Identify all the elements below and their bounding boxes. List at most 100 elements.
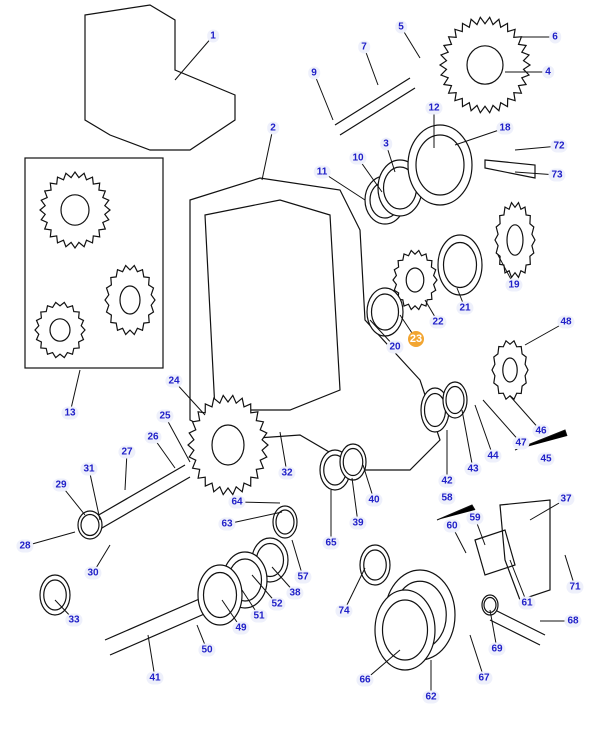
ring [202, 571, 238, 619]
callout-30[interactable]: 30 [84, 566, 102, 580]
callout-38[interactable]: 38 [286, 586, 304, 600]
leader-line-28 [24, 531, 76, 547]
callout-31[interactable]: 31 [80, 462, 98, 476]
o-ring-66 [381, 599, 429, 661]
callout-7[interactable]: 7 [358, 40, 370, 54]
callout-58[interactable]: 58 [438, 491, 456, 505]
callout-1[interactable]: 1 [207, 29, 219, 43]
callout-68[interactable]: 68 [564, 614, 582, 628]
callout-2[interactable]: 2 [267, 121, 279, 135]
callout-61[interactable]: 61 [518, 596, 536, 610]
ring [342, 447, 364, 477]
callout-65[interactable]: 65 [322, 536, 340, 550]
ring [339, 443, 367, 481]
shaft-27 [89, 464, 191, 533]
callout-25[interactable]: 25 [156, 409, 174, 423]
callout-37[interactable]: 37 [557, 492, 575, 506]
gear-bore [405, 267, 425, 293]
callout-74[interactable]: 74 [335, 604, 353, 618]
callout-18[interactable]: 18 [496, 121, 514, 135]
callout-64[interactable]: 64 [228, 495, 246, 509]
callout-72[interactable]: 72 [550, 139, 568, 153]
callout-46[interactable]: 46 [532, 424, 550, 438]
callout-6[interactable]: 6 [549, 30, 561, 44]
cap-33 [39, 574, 71, 616]
leader-line-43 [461, 409, 474, 470]
leader-line-7 [363, 46, 379, 86]
callout-67[interactable]: 67 [475, 671, 493, 685]
callout-52[interactable]: 52 [268, 597, 286, 611]
callout-13[interactable]: 13 [61, 406, 79, 420]
callout-20[interactable]: 20 [386, 340, 404, 354]
bracket-59 [474, 529, 516, 576]
callout-66[interactable]: 66 [356, 673, 374, 687]
callout-59[interactable]: 59 [466, 511, 484, 525]
callout-62[interactable]: 62 [422, 690, 440, 704]
callout-50[interactable]: 50 [198, 643, 216, 657]
callout-32[interactable]: 32 [278, 466, 296, 480]
callout-41[interactable]: 41 [146, 671, 164, 685]
leader-line-41 [147, 634, 156, 679]
callout-24[interactable]: 24 [165, 374, 183, 388]
gasket-37 [499, 499, 551, 601]
callout-19[interactable]: 19 [505, 278, 523, 292]
callout-21[interactable]: 21 [456, 301, 474, 315]
callout-23[interactable]: 23 [408, 331, 424, 347]
leader-line-9 [313, 72, 334, 121]
callout-11[interactable]: 11 [313, 165, 331, 179]
callout-48[interactable]: 48 [557, 315, 575, 329]
plate-12 [415, 134, 465, 196]
callout-26[interactable]: 26 [144, 430, 162, 444]
inset-gear [39, 170, 111, 250]
callout-40[interactable]: 40 [365, 493, 383, 507]
callout-10[interactable]: 10 [349, 151, 367, 165]
callout-5[interactable]: 5 [395, 20, 407, 34]
callout-60[interactable]: 60 [443, 519, 461, 533]
callout-12[interactable]: 12 [425, 101, 443, 115]
gear-19 [494, 201, 536, 279]
leader-line-63 [226, 511, 283, 525]
callout-39[interactable]: 39 [349, 516, 367, 530]
ring [437, 234, 483, 296]
inset-gear [34, 301, 86, 359]
callout-42[interactable]: 42 [438, 474, 456, 488]
seal-74 [359, 544, 391, 586]
callout-33[interactable]: 33 [65, 613, 83, 627]
ring [275, 509, 295, 535]
gear-bore [506, 224, 524, 256]
callout-3[interactable]: 3 [380, 137, 392, 151]
callout-63[interactable]: 63 [218, 517, 236, 531]
callout-51[interactable]: 51 [250, 609, 268, 623]
callout-57[interactable]: 57 [294, 570, 312, 584]
callout-29[interactable]: 29 [52, 478, 70, 492]
plate-12 [407, 124, 473, 206]
ring [445, 385, 465, 415]
callout-28[interactable]: 28 [16, 539, 34, 553]
callout-45[interactable]: 45 [537, 452, 555, 466]
callout-44[interactable]: 44 [484, 449, 502, 463]
bracket-58 [436, 504, 476, 521]
leader-line-2 [261, 127, 274, 181]
leader-line-61 [509, 559, 528, 604]
shaft-68 [489, 609, 546, 646]
callout-27[interactable]: 27 [118, 445, 136, 459]
circlip-28 [80, 513, 100, 537]
leader-line-74 [343, 567, 366, 612]
gear-bore [60, 194, 90, 226]
shaft-7 [334, 77, 416, 136]
callout-49[interactable]: 49 [232, 621, 250, 635]
callout-69[interactable]: 69 [488, 642, 506, 656]
callout-47[interactable]: 47 [512, 436, 530, 450]
callout-71[interactable]: 71 [566, 580, 584, 594]
callout-43[interactable]: 43 [464, 462, 482, 476]
plate-73 [484, 159, 536, 179]
callout-73[interactable]: 73 [548, 168, 566, 182]
ring [442, 381, 468, 419]
ring [197, 564, 243, 626]
gear-48 [491, 339, 529, 401]
inset-gear [104, 264, 156, 336]
callout-22[interactable]: 22 [429, 315, 447, 329]
callout-9[interactable]: 9 [308, 66, 320, 80]
gear-24 [187, 394, 269, 496]
callout-4[interactable]: 4 [542, 65, 554, 79]
